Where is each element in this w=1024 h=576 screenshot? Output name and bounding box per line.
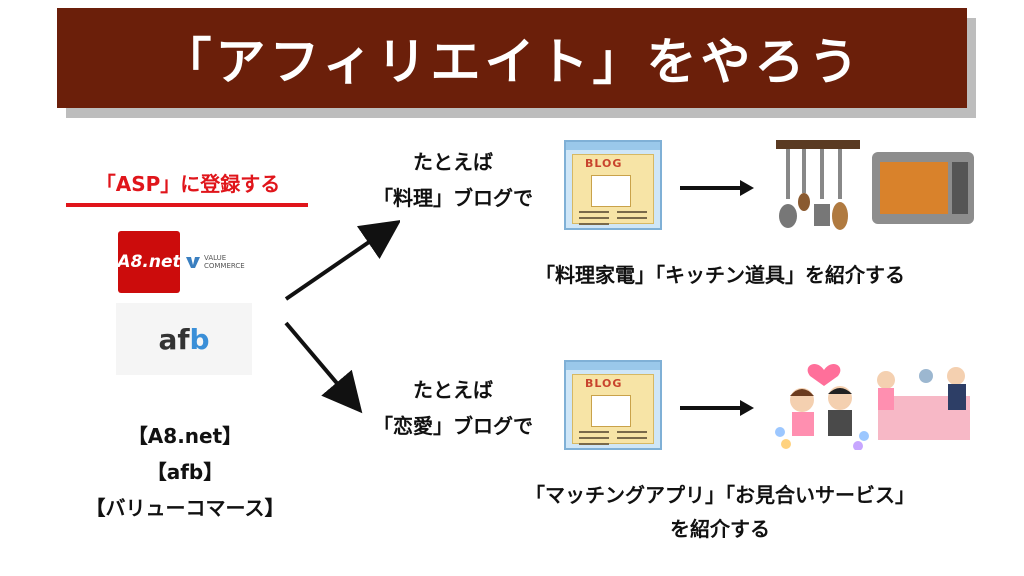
example-line1: たとえば bbox=[413, 378, 493, 402]
arrow-down-right bbox=[284, 321, 363, 414]
arrow-up-right bbox=[284, 219, 400, 301]
example-cooking-text: たとえば 「料理」ブログで bbox=[368, 144, 538, 216]
valuecommerce-text-2: COMMERCE bbox=[204, 262, 245, 270]
blog-illustration: BLOG bbox=[564, 360, 662, 450]
arrow-right-icon bbox=[680, 180, 754, 196]
blog-illustration: BLOG bbox=[564, 140, 662, 230]
asp-list-item: 【afb】 bbox=[146, 460, 224, 484]
afb-logo-b: b bbox=[189, 322, 210, 356]
matchmaking-couple-icon bbox=[775, 363, 970, 450]
caption-line: を紹介する bbox=[670, 517, 770, 541]
asp-list: 【A8.net】 【afb】 【バリューコマース】 bbox=[60, 418, 310, 526]
asp-list-item: 【バリューコマース】 bbox=[85, 496, 285, 520]
page-title: 「アフィリエイト」をやろう bbox=[57, 8, 967, 108]
caption-line: 「マッチングアプリ」「お見合いサービス」 bbox=[525, 483, 915, 507]
blog-logo-text: BLOG bbox=[585, 157, 623, 170]
cake-picture-icon bbox=[591, 175, 631, 207]
valuecommerce-logo: VALUE COMMERCE bbox=[186, 254, 245, 270]
caption-line: 「料理家電」「キッチン道具」を紹介する bbox=[535, 263, 905, 287]
example-romance-caption: 「マッチングアプリ」「お見合いサービス」 を紹介する bbox=[440, 478, 1000, 546]
example-line2: 「料理」ブログで bbox=[373, 186, 533, 210]
heading-underline bbox=[66, 203, 308, 207]
cake-picture-icon bbox=[591, 395, 631, 427]
branch-arrows bbox=[284, 219, 400, 414]
valuecommerce-mark-icon bbox=[186, 257, 200, 268]
kitchen-utensils-icon bbox=[776, 140, 974, 230]
afb-logo-af: af bbox=[158, 322, 190, 356]
example-cooking-caption: 「料理家電」「キッチン道具」を紹介する bbox=[460, 258, 980, 292]
asp-heading: 「ASP」に登録する bbox=[95, 172, 281, 196]
example-line2: 「恋愛」ブログで bbox=[373, 414, 533, 438]
asp-list-item: 【A8.net】 bbox=[127, 424, 243, 448]
example-romance-text: たとえば 「恋愛」ブログで bbox=[368, 372, 538, 444]
example-line1: たとえば bbox=[413, 150, 493, 174]
valuecommerce-text-1: VALUE bbox=[204, 254, 227, 262]
arrow-right-icon bbox=[680, 400, 754, 416]
a8net-logo: A8.net bbox=[117, 231, 181, 293]
blog-logo-text: BLOG bbox=[585, 377, 623, 390]
